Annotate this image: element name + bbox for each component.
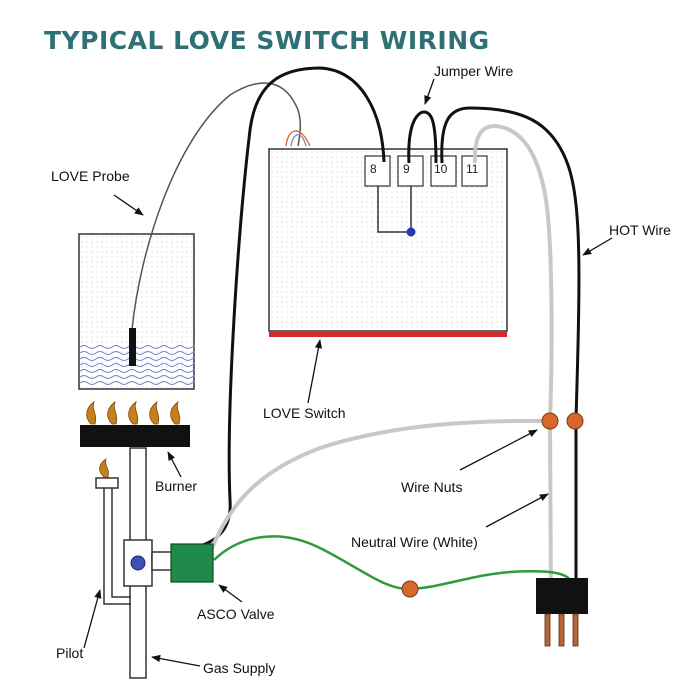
label-pilot: Pilot [56, 645, 84, 661]
love-switch-strip [269, 331, 507, 337]
plug-prongs [544, 613, 579, 647]
callout-arrows [83, 78, 613, 667]
arrow-asco-valve [218, 584, 243, 603]
pilot-head [95, 477, 119, 489]
valve-knob [130, 555, 146, 571]
internal-link [377, 186, 412, 233]
black-wire-valve [199, 66, 386, 548]
probe-wire [131, 82, 302, 331]
white-wire-valve [210, 418, 549, 549]
label-wire-nuts: Wire Nuts [401, 479, 463, 495]
label-love-switch: LOVE Switch [263, 405, 346, 421]
terminal-9 [397, 155, 424, 187]
arrow-gas-supply [151, 654, 201, 667]
terminal-label-11: 11 [466, 162, 479, 176]
hot-wire [440, 106, 581, 600]
label-jumper-wire: Jumper Wire [434, 63, 514, 79]
arrow-love-probe [113, 194, 144, 216]
power-plug [536, 578, 588, 614]
pilot-tube [111, 487, 131, 598]
arrow-hot-wire [582, 237, 613, 256]
burner-flames [86, 400, 181, 425]
wire-nut-right [566, 412, 584, 430]
arrow-jumper-wire [424, 78, 435, 105]
arrow-wire-nuts [459, 429, 538, 471]
asco-valve [170, 543, 214, 583]
arrow-pilot [83, 589, 102, 649]
wire-nut-neutral [401, 580, 419, 598]
diagram-title: TYPICAL LOVE SWITCH WIRING [44, 26, 490, 55]
terminal-label-8: 8 [370, 162, 377, 176]
internal-dot [406, 227, 416, 237]
jumper-wire [407, 110, 438, 164]
label-neutral-wire: Neutral Wire (White) [351, 534, 478, 550]
arrow-love-switch [307, 339, 323, 404]
label-asco-valve: ASCO Valve [197, 606, 275, 622]
label-hot-wire: HOT Wire [609, 222, 671, 238]
label-gas-supply: Gas Supply [203, 660, 276, 676]
label-burner: Burner [155, 478, 198, 494]
pilot-flame [99, 458, 109, 478]
burner [80, 425, 190, 447]
arrow-burner [167, 451, 182, 478]
tank [78, 233, 195, 390]
terminal-label-10: 10 [434, 162, 448, 176]
white-wire [472, 123, 554, 601]
tank-water [79, 345, 195, 385]
label-love-probe: LOVE Probe [51, 168, 130, 184]
terminal-block [364, 155, 488, 187]
arrow-neutral-wire [485, 493, 549, 528]
terminal-8 [364, 155, 391, 187]
wire-nut-left [541, 412, 559, 430]
terminal-label-9: 9 [403, 162, 410, 176]
love-probe [129, 328, 136, 366]
